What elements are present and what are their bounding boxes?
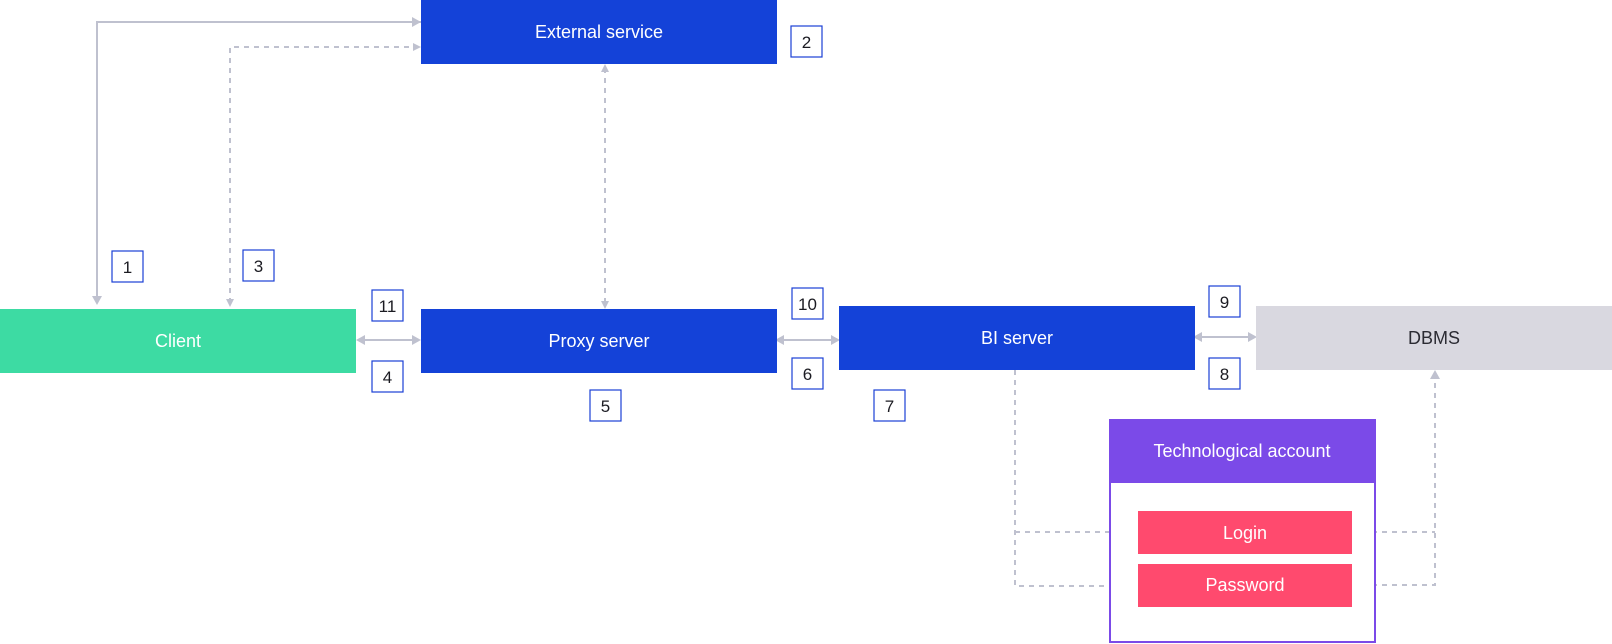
step-badge-number: 5 [601, 397, 610, 416]
step-badge-1: 1 [111, 250, 144, 283]
tech-account-label: Technological account [1153, 441, 1330, 461]
tech-account-header [1110, 420, 1375, 483]
connector-password-dbms [1352, 378, 1436, 586]
client-node: Client [0, 309, 356, 373]
arrowhead [412, 17, 421, 27]
client-label: Client [155, 331, 201, 351]
bi-server-label: BI server [981, 328, 1053, 348]
arrowhead [92, 296, 102, 305]
password-label: Password [1205, 575, 1284, 595]
step-badge-number: 6 [803, 365, 812, 384]
step-badge-number: 4 [383, 368, 392, 387]
step-badge-11: 11 [371, 289, 404, 322]
connector-client-external [96, 21, 421, 296]
arrowhead [601, 301, 609, 309]
connector-bi-password [1014, 370, 1130, 587]
step-badge-frame [791, 357, 824, 390]
arrowhead [226, 299, 234, 307]
step-badge-frame [589, 389, 622, 422]
step-badge-number: 3 [254, 257, 263, 276]
arrowhead [412, 335, 421, 345]
step-badge-number: 2 [802, 33, 811, 52]
arrowhead [1193, 332, 1202, 342]
arrowhead [1430, 370, 1440, 379]
step-badge-frame [371, 360, 404, 393]
client-box [0, 309, 356, 373]
dbms-label: DBMS [1408, 328, 1460, 348]
proxy-server-node: Proxy server [421, 309, 777, 373]
step-badge-5: 5 [589, 389, 622, 422]
arrowhead [413, 43, 421, 51]
step-badge-6: 6 [791, 357, 824, 390]
step-badge-8: 8 [1208, 357, 1241, 390]
login-box [1138, 511, 1352, 554]
step-badge-7: 7 [873, 389, 906, 422]
external-service-box [421, 0, 777, 64]
bi-server-node: BI server [839, 306, 1195, 370]
step-badge-3: 3 [242, 249, 275, 282]
step-badge-frame [1208, 285, 1241, 318]
password-box [1138, 564, 1352, 607]
proxy-server-box [421, 309, 777, 373]
proxy-server-label: Proxy server [548, 331, 649, 351]
step-badge-frame [873, 389, 906, 422]
arrowhead [356, 335, 365, 345]
step-badge-frame [371, 289, 404, 322]
step-badge-9: 9 [1208, 285, 1241, 318]
step-badge-frame [1208, 357, 1241, 390]
step-badge-frame [791, 287, 824, 320]
step-badge-frame [790, 25, 823, 58]
arrowhead [1248, 332, 1257, 342]
step-badge-number: 7 [885, 397, 894, 416]
arrowhead [775, 335, 784, 345]
step-badge-number: 9 [1220, 293, 1229, 312]
external-service-label: External service [535, 22, 663, 42]
external-service-node: External service [421, 0, 777, 64]
connector-client-external-dashed [229, 46, 419, 303]
dbms-node: DBMS [1256, 306, 1612, 370]
step-badge-number: 1 [123, 258, 132, 277]
arrowhead [601, 64, 609, 72]
login-label: Login [1223, 523, 1267, 543]
step-badge-10: 10 [791, 287, 824, 320]
step-badge-frame [111, 250, 144, 283]
step-badge-number: 8 [1220, 365, 1229, 384]
step-badge-number: 10 [798, 295, 817, 314]
step-badge-2: 2 [790, 25, 823, 58]
step-badge-4: 4 [371, 360, 404, 393]
tech-account-group: Technological account Login Password [1109, 419, 1376, 643]
step-badge-number: 11 [379, 297, 397, 316]
step-badge-frame [242, 249, 275, 282]
dbms-box [1256, 306, 1612, 370]
arrowhead [831, 335, 840, 345]
bi-server-box [839, 306, 1195, 370]
